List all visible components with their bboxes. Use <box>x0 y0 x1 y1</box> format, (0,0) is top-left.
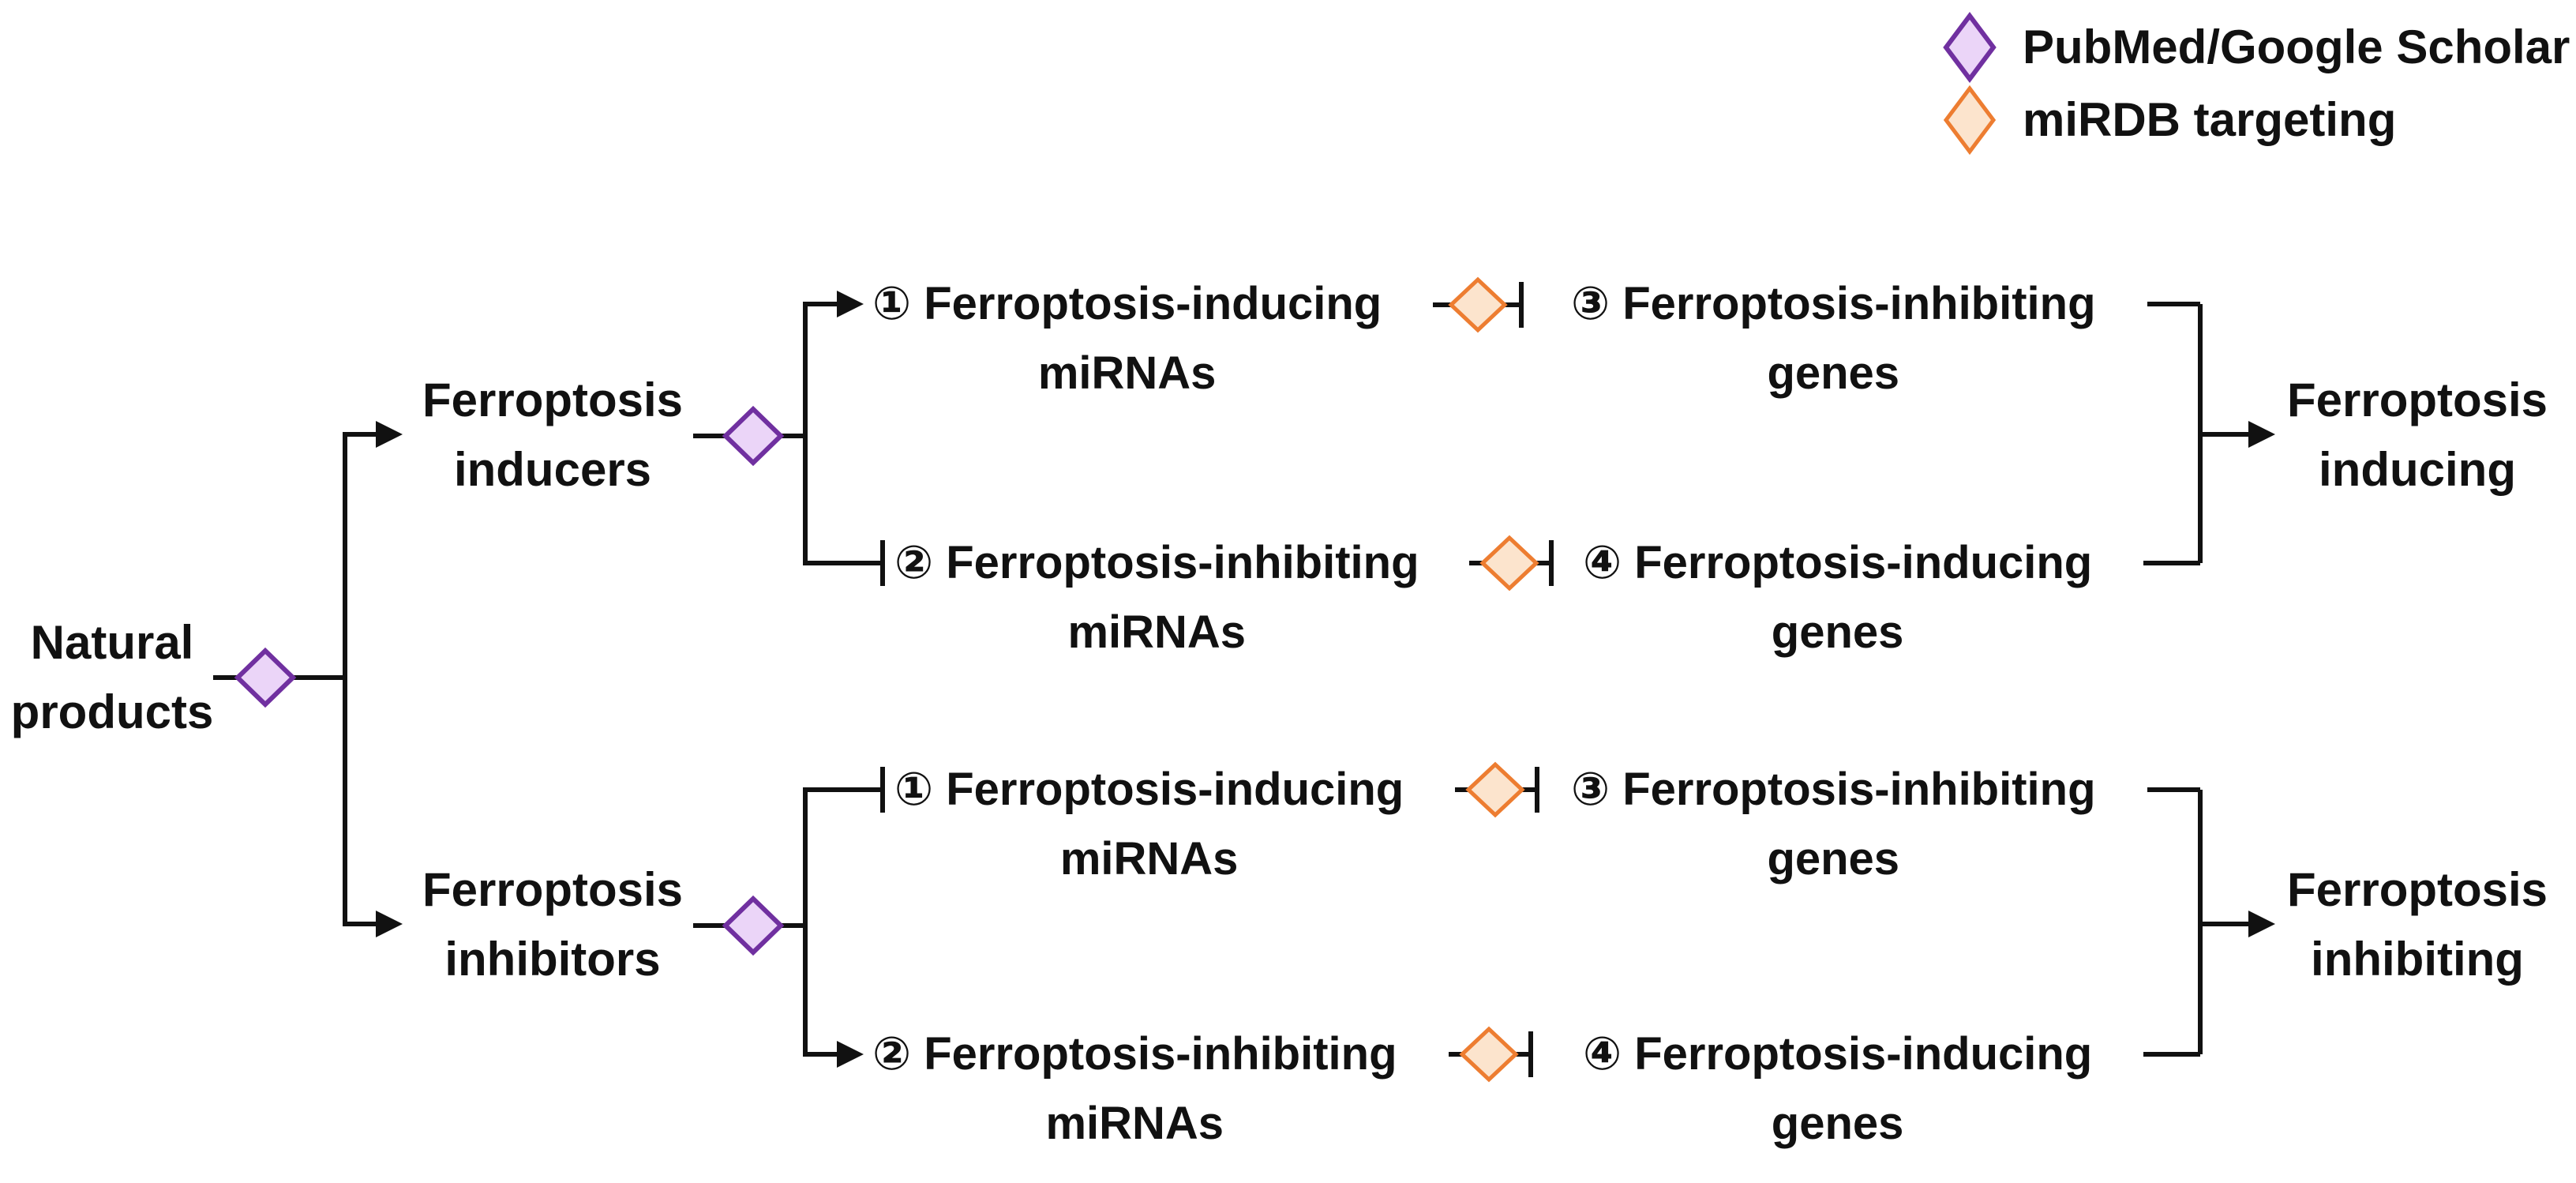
mirdb-diamond-icon <box>1465 761 1525 818</box>
ferroptosis-inhibiting-outcome-label: Ferroptosis inhibiting <box>2286 863 2548 986</box>
ferroptosis-inducers-label: Ferroptosis inducers <box>422 374 684 496</box>
pubmed-diamond-icon <box>722 895 785 956</box>
inducers-genes-inducing-label: ④ Ferroptosis-inducing genes <box>1583 537 2093 658</box>
branch-bracket-inducers <box>803 302 881 565</box>
mirdb-diamond-icon <box>1459 1026 1519 1083</box>
inhibitors-genes-inhibiting-label: ③ Ferroptosis-inhibiting genes <box>1571 764 2096 884</box>
inhibitors-mirna-inhibiting-label: ② Ferroptosis-inhibiting miRNAs <box>872 1028 1397 1149</box>
pubmed-diamonds <box>234 12 1997 956</box>
ferroptosis-inducing-outcome-label: Ferroptosis inducing <box>2286 374 2548 496</box>
arrowhead-icon <box>2248 911 2275 937</box>
arrowhead-icon <box>376 421 403 448</box>
arrowhead-icon <box>837 1041 864 1068</box>
arrowheads <box>376 291 2275 1068</box>
branch-bracket-left <box>343 432 377 926</box>
legend-pubmed-label: PubMed/Google Scholar <box>2023 21 2570 73</box>
arrowhead-icon <box>376 911 403 937</box>
legend-mirdb-diamond-icon <box>1943 84 1997 156</box>
ferroptosis-inhibitors-label: Ferroptosis inhibitors <box>422 863 684 986</box>
pubmed-diamond-icon <box>722 405 785 467</box>
arrowhead-icon <box>2248 421 2275 448</box>
natural-products-label: Natural products <box>10 616 214 738</box>
inhibitors-mirna-inducing-label: ① Ferroptosis-inducing miRNAs <box>894 764 1404 884</box>
mirdb-diamond-icon <box>1448 276 1508 333</box>
connector-lines <box>213 282 2248 1077</box>
mirdb-diamonds <box>1448 84 1997 1083</box>
legend-mirdb-label: miRDB targeting <box>2023 93 2397 146</box>
branch-bracket-inhibitors <box>803 787 881 1057</box>
inhibitors-genes-inducing-label: ④ Ferroptosis-inducing genes <box>1583 1028 2093 1149</box>
inducers-mirna-inducing-label: ① Ferroptosis-inducing miRNAs <box>872 278 1382 399</box>
pubmed-diamond-icon <box>234 647 297 708</box>
legend-pubmed-diamond-icon <box>1943 12 1997 83</box>
mirdb-diamond-icon <box>1479 535 1539 592</box>
inducers-mirna-inhibiting-label: ② Ferroptosis-inhibiting miRNAs <box>894 537 1419 658</box>
arrowhead-icon <box>837 291 864 317</box>
inducers-genes-inhibiting-label: ③ Ferroptosis-inhibiting genes <box>1571 278 2096 399</box>
